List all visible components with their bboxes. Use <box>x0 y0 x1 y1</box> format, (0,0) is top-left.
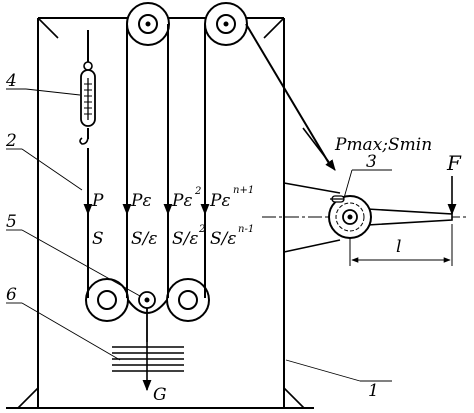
label-f: F <box>446 151 462 175</box>
top-pulley-left <box>126 2 170 46</box>
label-5: 5 <box>6 212 17 232</box>
label-pe2-exp: 2 <box>194 186 201 197</box>
label-3: 3 <box>366 152 377 172</box>
rope <box>87 23 331 314</box>
load-assembly <box>112 291 184 372</box>
label-pmax-smin: Pmax;Smin <box>334 135 432 155</box>
bottom-pulley-right <box>166 278 210 322</box>
label-sen-exp: n-1 <box>238 224 254 235</box>
dynamometer <box>79 61 96 145</box>
label-l: l <box>396 237 401 257</box>
top-pulley-right <box>204 2 248 46</box>
label-6: 6 <box>6 285 17 305</box>
leader-lines <box>6 88 392 382</box>
label-2: 2 <box>5 131 17 151</box>
label-se2-exp: 2 <box>198 224 205 235</box>
label-g: G <box>153 385 167 405</box>
tension-arrows <box>83 127 336 216</box>
frame <box>6 17 314 409</box>
label-se2: S/ε <box>172 229 199 249</box>
label-p: P <box>91 191 104 211</box>
label-4: 4 <box>5 71 17 91</box>
dimension-l <box>349 224 453 266</box>
label-se: S/ε <box>131 229 158 249</box>
label-pe2: Pε <box>171 191 193 211</box>
label-pen-exp: n+1 <box>233 185 254 196</box>
label-1: 1 <box>368 381 379 401</box>
label-s: S <box>92 229 104 249</box>
lever-bracket <box>283 182 341 253</box>
bottom-pulley-left <box>85 278 129 322</box>
label-pe: Pε <box>130 191 152 211</box>
label-pen: Pε <box>209 191 231 211</box>
label-sen: S/ε <box>210 229 237 249</box>
brake-lever <box>328 195 453 239</box>
